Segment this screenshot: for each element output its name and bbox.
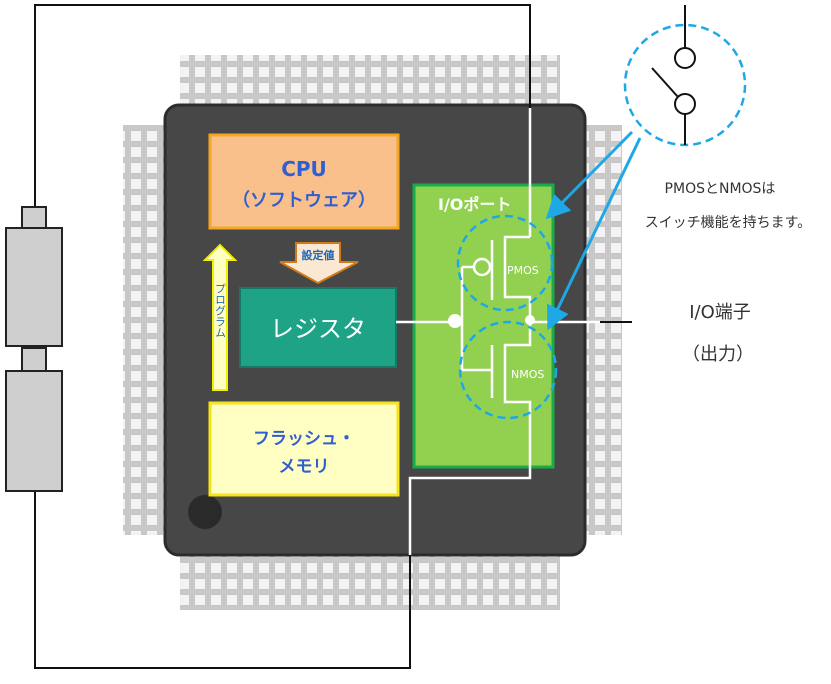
pmos-highlight: PMOS	[456, 214, 554, 312]
flash-label-line2: メモリ	[279, 457, 330, 477]
register-label: レジスタ	[270, 315, 366, 343]
cpu-block: CPU （ソフトウェア）	[208, 133, 400, 230]
external-circuit-wire	[34, 4, 531, 669]
chip-pin1-mark	[188, 495, 222, 529]
nmos-highlight: NMOS	[458, 320, 558, 420]
junction-dot	[448, 314, 462, 328]
chip-pins	[123, 55, 622, 610]
pointer-arrows	[545, 130, 642, 331]
setting-value-label: 設定値	[302, 248, 335, 262]
io-port-title: I/Oポート	[438, 195, 511, 214]
io-port-block: I/Oポート	[412, 183, 555, 469]
flash-memory-block: フラッシュ・ メモリ	[208, 401, 400, 497]
switch-symbol	[623, 5, 747, 147]
cpu-sublabel: （ソフトウェア）	[232, 190, 376, 211]
setting-value-arrow: 設定値	[279, 242, 359, 285]
program-arrow: プログラム	[202, 243, 238, 391]
io-terminal-sublabel: （出力）	[682, 344, 754, 365]
program-label: プログラム	[214, 283, 227, 338]
switch-note-line1: PMOSとNMOSは	[665, 181, 776, 197]
nmos-label: NMOS	[511, 368, 544, 381]
io-terminal-label: I/O端子	[689, 302, 751, 323]
resistor-load	[5, 206, 63, 492]
register-block: レジスタ	[239, 287, 397, 368]
junction-dot	[525, 315, 535, 325]
cpu-label: CPU	[281, 157, 327, 181]
flash-label-line1: フラッシュ・	[253, 429, 355, 449]
pmos-label: PMOS	[507, 264, 539, 277]
switch-note-line2: スイッチ機能を持ちます。	[645, 215, 812, 231]
